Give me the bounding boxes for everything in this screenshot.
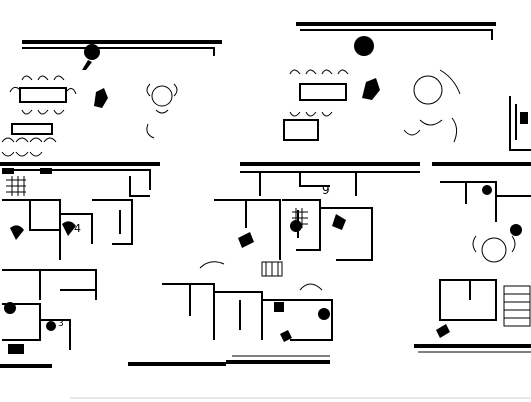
left-lower-room-c (2, 269, 97, 300)
center-fixture-1 (238, 232, 254, 248)
right-fixture-2 (436, 324, 450, 338)
left-stair-block (2, 168, 52, 174)
lamp-symbol-2 (94, 88, 108, 108)
right-round-table (472, 235, 516, 263)
center-room-f (262, 299, 333, 341)
left-unit: 4 3 (0, 40, 226, 368)
center-lamp-2 (362, 78, 380, 100)
center-room-a (214, 199, 281, 260)
center-fixture-4 (274, 302, 330, 320)
dining-table-center (283, 69, 349, 141)
right-room-b (439, 279, 497, 321)
center-round-table (403, 75, 443, 136)
left-unit-top-wall-inner (22, 47, 215, 56)
left-small-mark: 3 (58, 319, 64, 329)
center-fixture-5 (280, 330, 292, 342)
left-door-swing-2 (62, 221, 76, 236)
center-room-c (320, 207, 373, 261)
center-room-e (214, 291, 263, 340)
center-room-mark: 9 (322, 183, 330, 197)
center-lamp-1 (354, 36, 374, 56)
center-curve-detail (199, 261, 323, 291)
center-room-d (162, 283, 215, 340)
right-stair (503, 285, 531, 327)
round-table-left (146, 83, 178, 139)
center-curved-stair (439, 69, 461, 143)
left-fixture-1 (4, 302, 56, 331)
left-unit-corridor (10, 169, 151, 197)
left-lower-room-a (2, 199, 93, 260)
right-unit (414, 96, 531, 353)
left-grid-hatch (6, 176, 26, 196)
right-room-a (440, 181, 531, 222)
center-fixture-3 (332, 214, 346, 230)
right-fixture-1 (482, 185, 522, 236)
left-lower-room-b (92, 199, 133, 245)
left-door-swing-1 (10, 225, 24, 240)
left-unit-mark: 4 (74, 222, 81, 235)
center-unit: 9 (162, 22, 496, 364)
center-fixture-2 (290, 220, 302, 232)
dining-table-mid-left (1, 123, 57, 157)
lamp-symbol-1 (82, 44, 100, 70)
left-bath (2, 303, 71, 350)
dining-table-top-left (9, 75, 77, 115)
center-corridor (240, 171, 420, 196)
right-column-1 (520, 112, 528, 124)
right-unit-upper-wall (509, 96, 531, 151)
center-stair (261, 261, 283, 277)
left-fixture-2 (8, 344, 24, 354)
center-unit-top-wall-inner (300, 29, 493, 40)
